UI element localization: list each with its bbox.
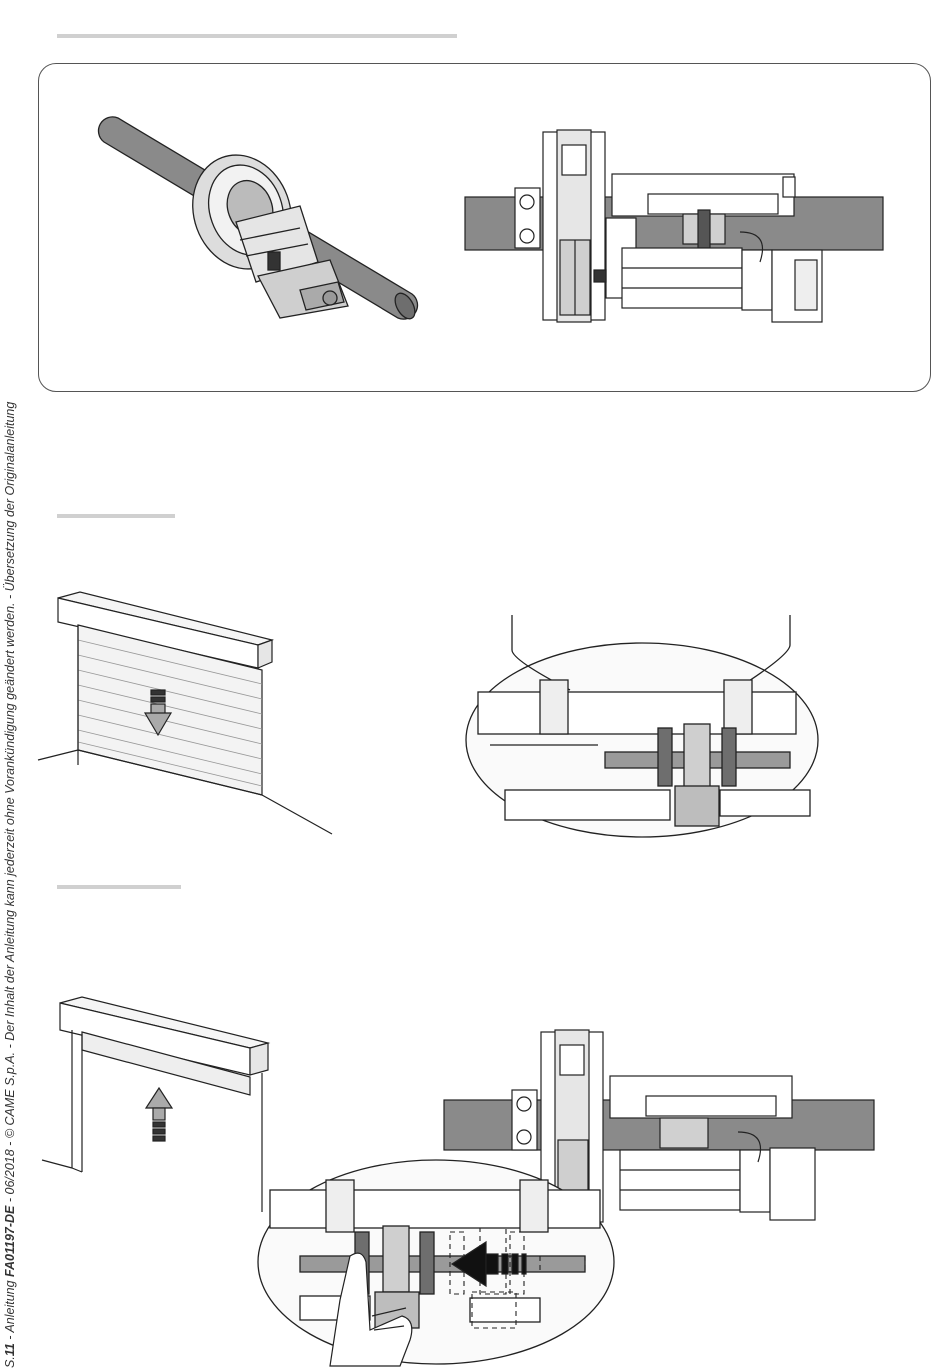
arrow-up-icon: [146, 1088, 172, 1141]
shutter-closed-drawing: [38, 592, 332, 834]
detail-magnifier-1: [466, 615, 818, 837]
motor-side-drawing: [465, 130, 883, 322]
motor-3d-drawing: [98, 117, 418, 322]
detail-magnifier-2: [258, 1160, 614, 1364]
